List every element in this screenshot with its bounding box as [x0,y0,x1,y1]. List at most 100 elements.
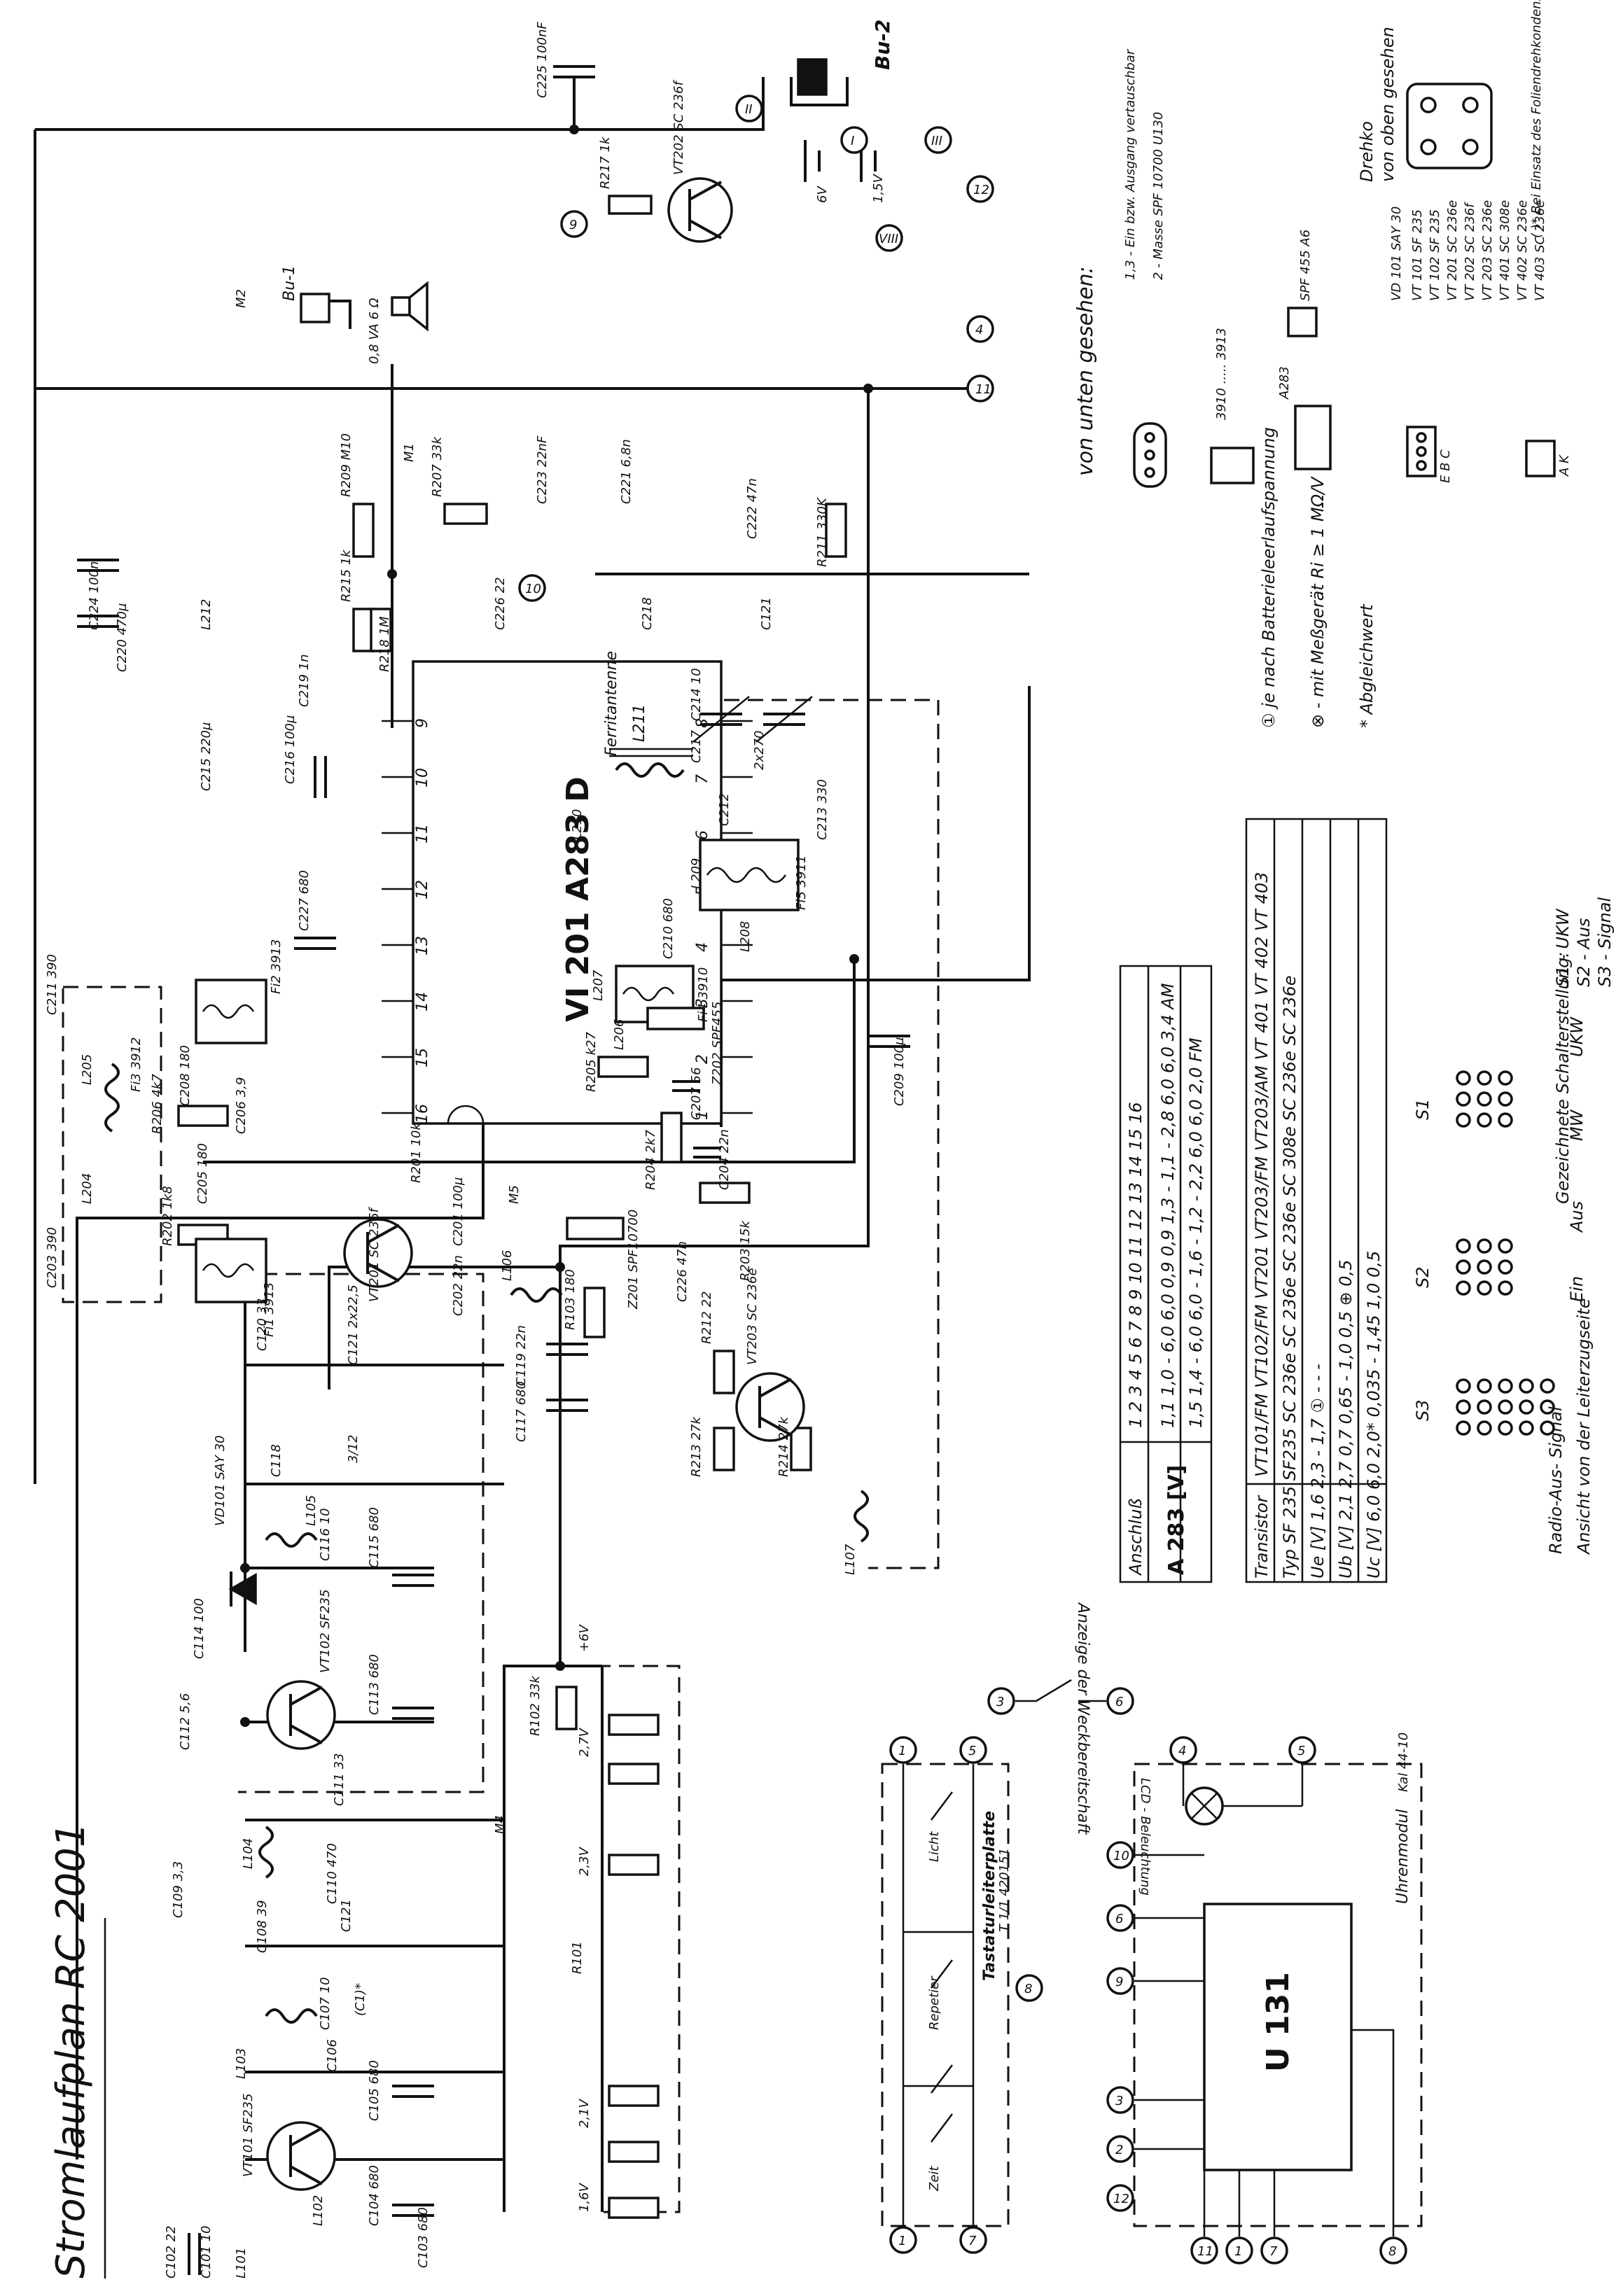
label-l208: L208 [738,921,753,952]
radio-aus-signal: Radio-Aus- Signal [1546,1406,1566,1554]
keyboard-node-8: 8 [1015,1974,1043,2002]
anschluss-header: Anschluß [1126,1498,1145,1576]
label-fi3: Fi3 3912 [129,1037,144,1092]
label-c121c: C121 [339,1899,354,1932]
label-l209: L209 [689,858,704,889]
label-l207: L207 [591,969,606,1001]
switch-s2-contacts [1456,1238,1513,1296]
resistor-r101-a [608,1714,660,1736]
note-2: ⊗ - mit Meßgerät Ri ≥ 1 MΩ/V [1308,476,1328,728]
junction-dot [863,384,873,393]
label-r218: R218 1M [377,616,392,672]
ic-pin-14: 14 [414,992,431,1011]
diode-vd101 [228,1572,257,1606]
label-c223: C223 22nF [535,435,550,504]
bias-chain-wire [503,1665,602,2212]
label-r206: R206 4k7 [150,1074,165,1134]
ic-pin-2: 2 [694,1054,711,1064]
label-312a: 3/12 [346,1435,361,1463]
anschluss-row-label: A 283 [V] [1164,1465,1189,1575]
ferrite-label: Ferritantenne [603,651,620,756]
switch-s1-ukw: UKW [1567,1016,1587,1057]
clock-node-11: 11 [1190,2236,1218,2264]
pinout-diode-list-3: VT 102 SF 235 [1428,209,1442,301]
resistor-r101-b [608,1763,660,1785]
ic-pin-15: 15 [414,1048,431,1068]
label-l103: L103 [234,2048,249,2079]
key-zeit-label: Zeit [927,2166,942,2192]
pinout-diode-list-4: VT 201 SC 236e [1445,200,1460,301]
ic-bottom-wire [203,959,856,1163]
label-c110: C110 470 [325,1843,340,1904]
label-c111: C111 33 [332,1753,347,1806]
label-c119: C119 22n [514,1325,529,1386]
keyboard-board-sub: T 1/1 420151 [997,1848,1012,1932]
pinout-ak-package [1525,440,1556,477]
label-r214: R214 27k [776,1416,791,1477]
ic-pin-3: 3 [694,998,711,1008]
coil-l105 [265,1532,318,1548]
battery-label-2: 1,5V [871,173,886,203]
voltage-6v: +6V [577,1623,592,1652]
pinout-ebc: E B C [1438,449,1453,483]
voltage-1-6v: 1,6V [577,2182,592,2212]
capacitor-c117 [546,1399,588,1412]
pinout-diode-list-8: VT 402 SC 236e [1515,200,1530,301]
svg-text:1: 1 [898,1744,906,1758]
junction-dot [240,1717,250,1727]
svg-text:1: 1 [1234,2244,1242,2259]
clock-node-1: 1 [1225,2236,1253,2264]
coil-l106 [510,1287,563,1303]
svg-text:3: 3 [1115,2094,1123,2108]
label-c105: C105 680 [367,2060,382,2121]
coil-l103 [265,2008,318,2024]
anschluss-table [1119,965,1213,1583]
pinout-legend-2: 2 - Masse SPF 10700 U130 [1151,112,1166,280]
alarm-indicator-switch: 3 6 [987,1679,1134,1715]
label-vt202: VT202 SC 236f [671,80,686,175]
svg-text:4: 4 [1178,1744,1186,1758]
junction-dot [240,1563,250,1573]
speaker-value: 0,8 VA 6 Ω [367,298,382,364]
switch-s3-contacts [1456,1378,1555,1436]
label-c117: C117 680 [514,1381,529,1442]
svg-text:11: 11 [975,382,991,397]
capacitor-c105 [392,2085,434,2098]
ic-pin-11: 11 [414,824,431,844]
label-c212: C212 [717,793,732,826]
switch-s3-label: S3 [1413,1399,1433,1421]
pinout-legend-1: 1,3 - Ein bzw. Ausgang vertauschbar [1123,48,1138,280]
ic-pins-bottom [721,720,753,1114]
label-l205: L205 [80,1054,95,1085]
ic-pin-7: 7 [694,774,711,784]
label-r207: R207 33k [430,436,445,497]
label-r211: R211 330K [815,497,830,567]
label-c206: C206 3,9 [234,1077,249,1134]
clock-node-10: 10 [1106,1841,1134,1869]
resistor-r212 [713,1350,735,1394]
svg-text:2: 2 [1115,2143,1123,2157]
top-rail-wire [35,77,765,131]
capacitor-c115 [392,1574,434,1587]
label-l107: L107 [843,1544,858,1575]
pinout-diode-list-1: VD 101 SAY 30 [1389,206,1404,301]
ferrite-antenna-coil [609,748,693,778]
svg-text:12: 12 [973,183,989,197]
upper-supply-wire [76,1113,485,2160]
drehko-note: ( )* Bei Einsatz des Foliendrehkondensat… [1529,0,1544,238]
label-c209: C209 100µ [892,1037,907,1106]
transistor-ue-row: Ue [V] 1,6 2,3 - 1,7 ① - - - [1308,1364,1328,1578]
label-fi1: Fi1 3913 [262,1282,277,1337]
keyboard-node-5: 5 [959,1736,987,1764]
ic-notch [447,1105,485,1124]
svg-text:II: II [745,102,753,117]
label-m2: M2 [234,289,249,308]
pinout-diode-list-7: VT 401 SC 308e [1498,200,1512,301]
ic-pin-6: 6 [694,830,711,840]
label-c214: C214 10 [689,668,704,721]
ic-a283-label: VI 201 A283 D [560,776,596,1022]
ic-pin-4: 4 [694,942,711,952]
resistor-r101-c [608,1854,660,1876]
pinout-r3: A283 [1277,366,1292,400]
